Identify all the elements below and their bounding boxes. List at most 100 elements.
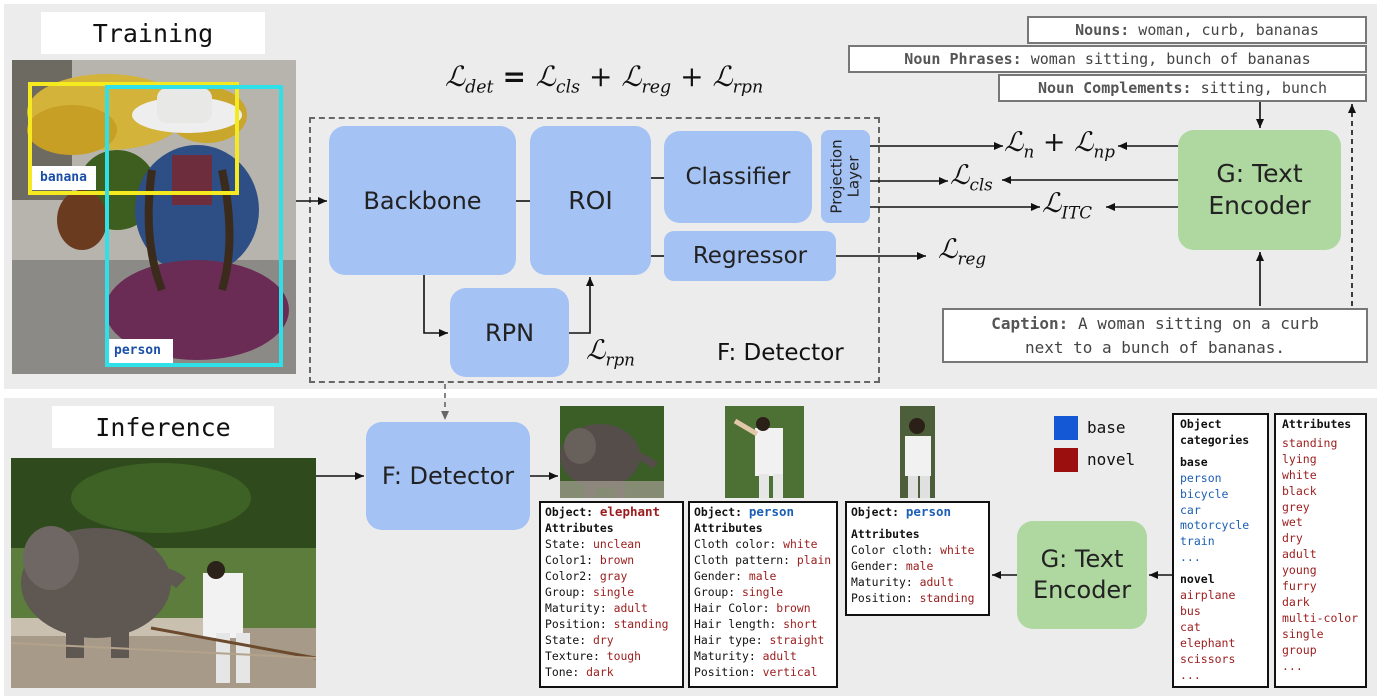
list-item: furry [1282, 579, 1317, 594]
list-item: motorcycle [1180, 518, 1250, 533]
list-item: elephant [1180, 635, 1236, 650]
list-item: standing [1282, 435, 1338, 450]
attr-row: Position: standing [545, 617, 669, 631]
caption-key: Caption: [991, 313, 1069, 333]
attr-row: Gender: male [694, 569, 777, 583]
nouns-key: Nouns: [1075, 21, 1130, 39]
list-item: group [1282, 642, 1317, 657]
list-item: multi-color [1282, 610, 1359, 625]
attr-row: Maturity: adult [694, 649, 797, 663]
list-item: train [1180, 534, 1215, 549]
loss-rpn: ℒrpn [586, 335, 635, 370]
regressor-block: Regressor [664, 231, 836, 281]
rpn-block: RPN [450, 288, 569, 377]
legend-base-label: base [1087, 418, 1126, 437]
attributes-list: Attributes standing lying white black gr… [1274, 413, 1367, 688]
loss-n-np: ℒn + ℒnp [1004, 127, 1115, 162]
attr-row: Maturity: adult [851, 575, 954, 589]
attr-row: Cloth pattern: plain [694, 553, 832, 567]
list-item: car [1180, 502, 1201, 517]
noun-complements-key: Noun Complements: [1038, 79, 1192, 97]
attr-row: Cloth color: white [694, 537, 818, 551]
inference-title: Inference [52, 406, 274, 448]
backbone-block: Backbone [329, 126, 516, 275]
legend-novel-swatch [1054, 448, 1078, 472]
noun-complements-value: sitting, bunch [1200, 79, 1327, 97]
attr-row: Texture: tough [545, 649, 642, 663]
elephant-card: Object: elephant Attributes State: uncle… [539, 501, 684, 688]
caption-line2: next to a bunch of bananas. [1024, 337, 1286, 357]
attr-row: Group: single [545, 585, 635, 599]
list-item: dry [1282, 531, 1303, 546]
noun-phrases-box: Noun Phrases: woman sitting, bunch of ba… [848, 45, 1367, 73]
object-categories-list: Object categories base person bicycle ca… [1172, 413, 1269, 688]
list-item: ... [1180, 550, 1201, 565]
loss-cls: ℒcls [950, 160, 993, 195]
attr-row: Hair type: straight [694, 633, 825, 647]
training-text-encoder-block: G: Text Encoder [1178, 130, 1341, 250]
person-crop-1 [725, 406, 804, 498]
list-item: black [1282, 483, 1317, 498]
person-card-1-object: person [748, 504, 795, 519]
list-item: person [1180, 470, 1222, 485]
roi-block: ROI [530, 126, 651, 275]
nouns-box: Nouns: woman, curb, bananas [1027, 16, 1367, 44]
inference-image [11, 458, 316, 688]
attr-row: Group: single [694, 585, 784, 599]
person-crop-2 [900, 406, 935, 498]
legend-base-swatch [1054, 416, 1078, 440]
list-item: bicycle [1180, 486, 1229, 501]
attr-row: Maturity: adult [545, 601, 648, 615]
attr-row: State: dry [545, 633, 614, 647]
list-item: single [1282, 626, 1324, 641]
list-item: dark [1282, 594, 1310, 609]
caption-line1: A woman sitting on a curb [1077, 313, 1319, 333]
noun-phrases-key: Noun Phrases: [904, 50, 1022, 68]
person-box-label: person [114, 343, 161, 358]
attr-row: Tone: dark [545, 665, 614, 679]
attr-row: Position: vertical [694, 665, 818, 679]
list-item: wet [1282, 515, 1303, 530]
list-item: ... [1282, 658, 1303, 673]
list-item: ... [1180, 667, 1201, 682]
person-card-2-object: person [905, 504, 952, 519]
attr-row: Gender: male [851, 559, 934, 573]
attr-row: Color2: gray [545, 569, 628, 583]
list-item: adult [1282, 547, 1317, 562]
noun-complements-box: Noun Complements: sitting, bunch [998, 74, 1367, 102]
detector-dashed-box [309, 117, 880, 383]
loss-equation: ℒdet = ℒcls + ℒreg + ℒrpn [445, 60, 764, 98]
attr-row: Color1: brown [545, 553, 635, 567]
attr-row: Color cloth: white [851, 543, 975, 557]
person-card-1: Object: person Attributes Cloth color: w… [688, 501, 838, 688]
loss-itc: ℒITC [1042, 188, 1093, 223]
list-item: white [1282, 467, 1317, 482]
elephant-card-object: elephant [599, 504, 661, 519]
list-item: airplane [1180, 588, 1236, 603]
list-item: lying [1282, 451, 1317, 466]
caption-box: Caption: A woman sitting on a curb next … [942, 308, 1368, 363]
list-item: cat [1180, 619, 1201, 634]
list-item: young [1282, 563, 1317, 578]
training-title: Training [41, 12, 265, 54]
legend-novel-label: novel [1087, 450, 1136, 469]
training-image [12, 60, 296, 374]
list-item: bus [1180, 603, 1201, 618]
attr-row: Hair length: short [694, 617, 818, 631]
classifier-block: Classifier [664, 131, 812, 223]
attr-row: Hair Color: brown [694, 601, 811, 615]
list-item: grey [1282, 499, 1310, 514]
list-item: scissors [1180, 651, 1236, 666]
elephant-crop [560, 406, 664, 498]
person-card-2: Object: person Attributes Color cloth: w… [845, 501, 990, 616]
attr-row: Position: standing [851, 591, 975, 605]
loss-reg: ℒreg [938, 234, 987, 269]
banana-box-label: banana [40, 170, 87, 185]
nouns-value: woman, curb, bananas [1138, 21, 1319, 39]
noun-phrases-value: woman sitting, bunch of bananas [1030, 50, 1311, 68]
inference-text-encoder-block: G: Text Encoder [1017, 521, 1147, 629]
inference-detector-block: F: Detector [366, 422, 530, 530]
attr-row: State: unclean [545, 537, 642, 551]
detector-label: F: Detector [717, 340, 844, 366]
